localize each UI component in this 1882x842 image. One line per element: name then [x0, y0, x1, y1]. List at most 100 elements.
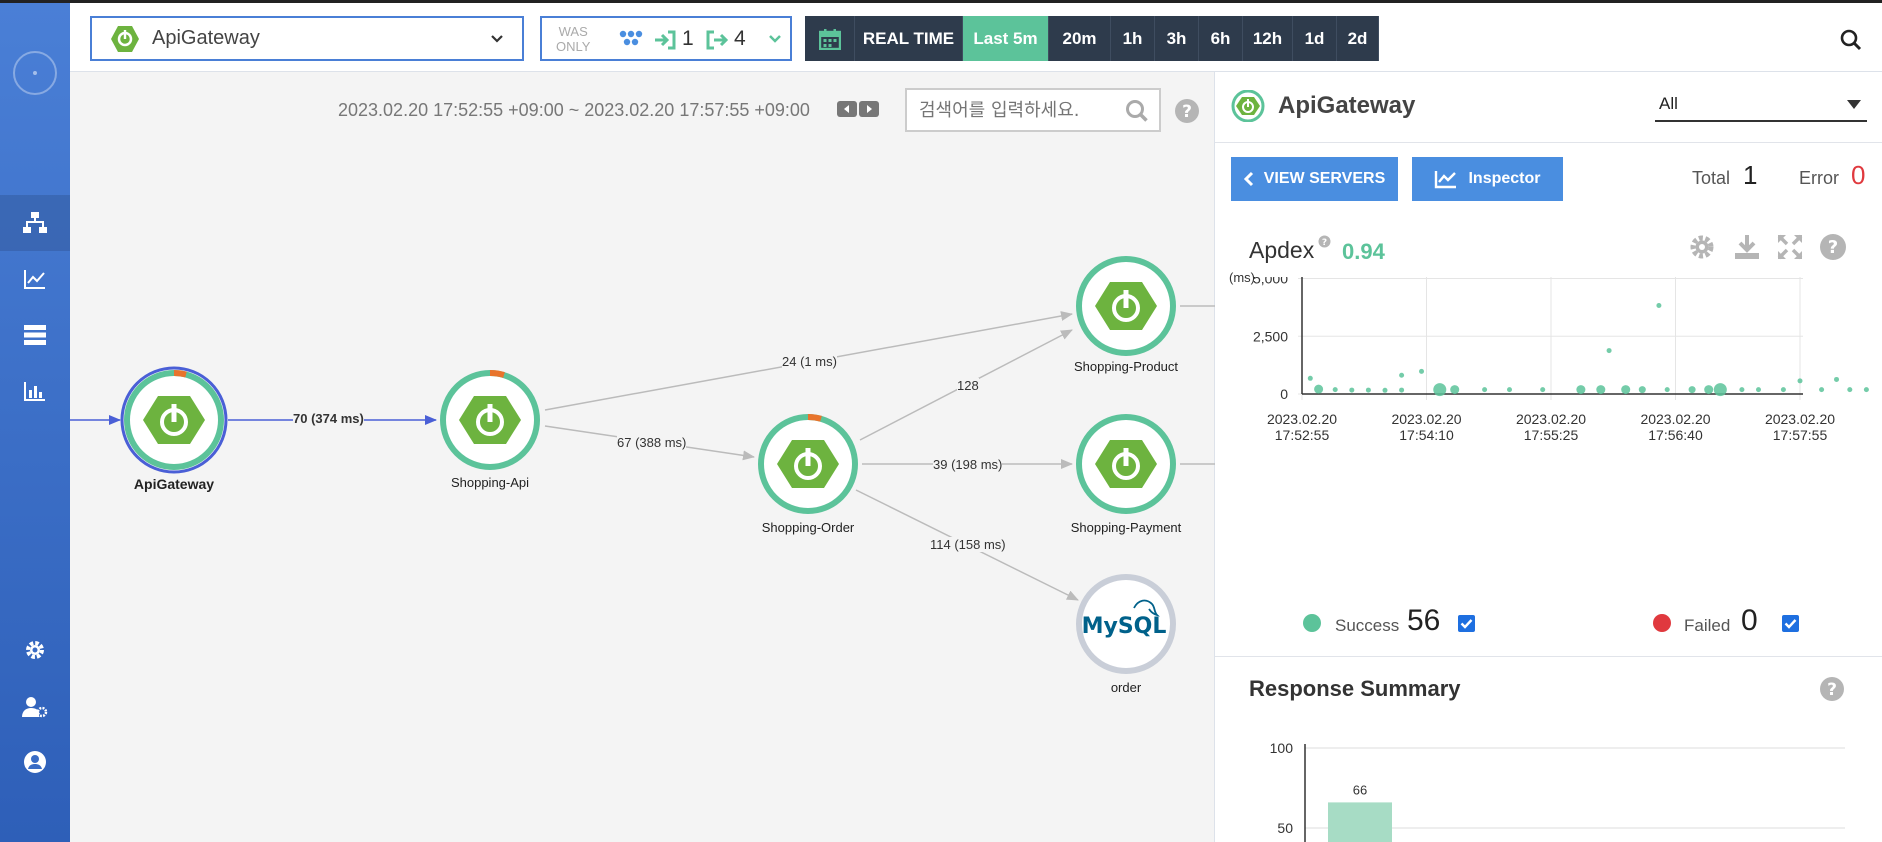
top-bar: ApiGateway WAS ONLY 1 4 REAL TIME Last 5… [70, 0, 1882, 72]
sidebar-item-reports[interactable] [0, 363, 70, 419]
gear-icon[interactable] [1687, 232, 1717, 262]
scatter-point [1704, 385, 1714, 395]
scatter-point [1797, 378, 1803, 384]
scatter-point [1482, 387, 1488, 393]
outbound-icon [706, 30, 728, 50]
scatter-point [1540, 387, 1546, 393]
scatter-point [1349, 387, 1355, 393]
range-button[interactable]: 20m [1049, 16, 1111, 61]
node-label-db-order: order [1110, 680, 1142, 695]
range-button[interactable]: 1h [1111, 16, 1155, 61]
bar [1328, 802, 1392, 842]
server-filter-value: All [1659, 94, 1678, 113]
sidebar-item-topology[interactable] [0, 195, 70, 251]
success-checkbox[interactable] [1457, 614, 1476, 633]
scatter-point [1507, 387, 1512, 393]
scatter-point [1780, 387, 1786, 393]
scatter-point [1847, 387, 1853, 393]
x-tick-label: 17:54:10 [1399, 427, 1454, 443]
map-search-box[interactable] [905, 88, 1161, 132]
node-shopping-product[interactable] [1072, 252, 1180, 360]
sidebar-item-account[interactable] [0, 734, 70, 790]
search-icon[interactable] [1840, 29, 1862, 51]
range-button[interactable]: 2d [1337, 16, 1379, 61]
user-settings-icon [22, 697, 48, 718]
download-icon[interactable] [1732, 232, 1762, 262]
success-label: Success [1335, 616, 1400, 635]
chevron-down-icon [491, 35, 503, 43]
x-tick-label: 2023.02.20 [1267, 411, 1337, 427]
app-selector-value: ApiGateway [152, 27, 260, 49]
next-icon[interactable] [859, 101, 879, 117]
range-button[interactable]: 3h [1155, 16, 1199, 61]
server-filter-select[interactable]: All [1655, 90, 1867, 122]
scatter-point [1576, 385, 1586, 395]
cluster-icon [619, 30, 643, 46]
topology-icon [23, 212, 47, 233]
apdex-value: 0.94 [1342, 239, 1385, 264]
range-button[interactable]: Last 5m [963, 16, 1049, 61]
x-tick-label: 2023.02.20 [1765, 411, 1835, 427]
chevron-left-icon [1243, 171, 1253, 187]
failed-dot-icon [1653, 614, 1671, 632]
was-only-label-1: WAS [558, 24, 588, 39]
x-tick-label: 2023.02.20 [1640, 411, 1710, 427]
node-db-order[interactable]: MySQL [1072, 570, 1180, 678]
inspector-button[interactable]: Inspector [1412, 157, 1563, 201]
apdex-scatter-chart[interactable]: 10,0007,5005,0002,50002023.02.2017:52:55… [1215, 277, 1882, 667]
sidebar-item-servers[interactable] [0, 307, 70, 363]
help-icon[interactable]: ? [1819, 676, 1845, 702]
time-nav-buttons[interactable] [837, 101, 879, 117]
scatter-point [1450, 385, 1460, 395]
failed-label: Failed [1684, 616, 1731, 635]
gear-icon [26, 641, 44, 659]
x-tick-label: 17:52:55 [1275, 427, 1330, 443]
sidebar-item-analytics[interactable] [0, 251, 70, 307]
scatter-point [1713, 383, 1727, 397]
scatter-point [1664, 387, 1670, 393]
range-button[interactable]: 12h [1243, 16, 1293, 61]
topology-map[interactable]: 2023.02.20 17:52:55 +09:00 ~ 2023.02.20 … [70, 72, 1215, 842]
detail-panel: ApiGateway All VIEW SERVERS Inspector To… [1215, 72, 1882, 842]
expand-icon[interactable] [1775, 232, 1805, 262]
inbound-icon [655, 30, 676, 50]
failed-checkbox[interactable] [1781, 614, 1800, 633]
sidebar-item-settings[interactable] [0, 622, 70, 678]
help-icon[interactable]: ? [1174, 98, 1200, 124]
search-icon[interactable] [1125, 99, 1149, 123]
user-circle-icon [24, 751, 46, 773]
real-time-button[interactable]: REAL TIME [855, 16, 963, 61]
help-icon[interactable]: ? [1318, 235, 1331, 248]
view-servers-label: VIEW SERVERS [1263, 170, 1386, 187]
sidebar [0, 0, 70, 842]
node-shopping-api[interactable] [436, 366, 544, 474]
edge-label: 128 [957, 378, 979, 393]
inbound-count: 1 [682, 27, 694, 50]
app-selector[interactable]: ApiGateway [90, 16, 524, 61]
divider [1215, 142, 1882, 143]
range-button[interactable]: 6h [1199, 16, 1243, 61]
view-servers-button[interactable]: VIEW SERVERS [1231, 157, 1398, 201]
scatter-point [1332, 387, 1338, 393]
scatter-point [1307, 375, 1313, 381]
was-filter[interactable]: WAS ONLY 1 4 [540, 16, 792, 61]
node-shopping-payment[interactable] [1072, 410, 1180, 518]
map-search-input[interactable] [919, 98, 1119, 122]
scatter-point [1819, 387, 1825, 393]
scatter-point [1834, 376, 1840, 382]
x-tick-label: 2023.02.20 [1391, 411, 1461, 427]
range-button[interactable]: 1d [1293, 16, 1337, 61]
time-range-text: 2023.02.20 17:52:55 +09:00 ~ 2023.02.20 … [338, 100, 810, 120]
node-shopping-order[interactable] [754, 410, 862, 518]
edge-label: 70 (374 ms) [293, 411, 364, 426]
help-icon[interactable]: ? [1818, 232, 1848, 262]
svg-text:?: ? [1828, 237, 1838, 258]
calendar-button[interactable] [805, 16, 855, 61]
prev-icon[interactable] [837, 101, 857, 117]
x-tick-label: 2023.02.20 [1516, 411, 1586, 427]
sidebar-item-user-settings[interactable] [0, 679, 70, 735]
panel-app-title: ApiGateway [1278, 92, 1416, 119]
error-value: 0 [1851, 160, 1866, 190]
node-apigateway[interactable] [120, 366, 228, 474]
